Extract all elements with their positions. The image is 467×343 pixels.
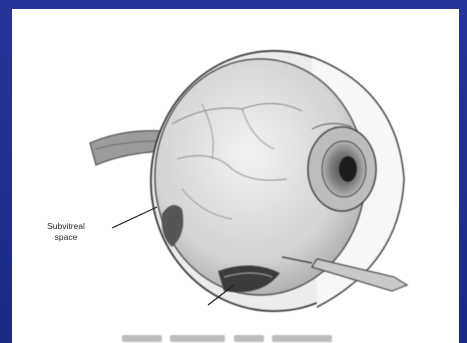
blurred-caption (102, 331, 402, 343)
eye-cross-section-illustration (12, 9, 459, 343)
illustration-panel: Subvitreal space (12, 9, 459, 343)
subvitreal-leader-line (112, 207, 157, 228)
subvitreal-space-label: Subvitreal space (18, 221, 114, 243)
subvitreal-label-line-1: Subvitreal (18, 221, 114, 232)
subvitreal-label-line-2: space (18, 232, 114, 243)
